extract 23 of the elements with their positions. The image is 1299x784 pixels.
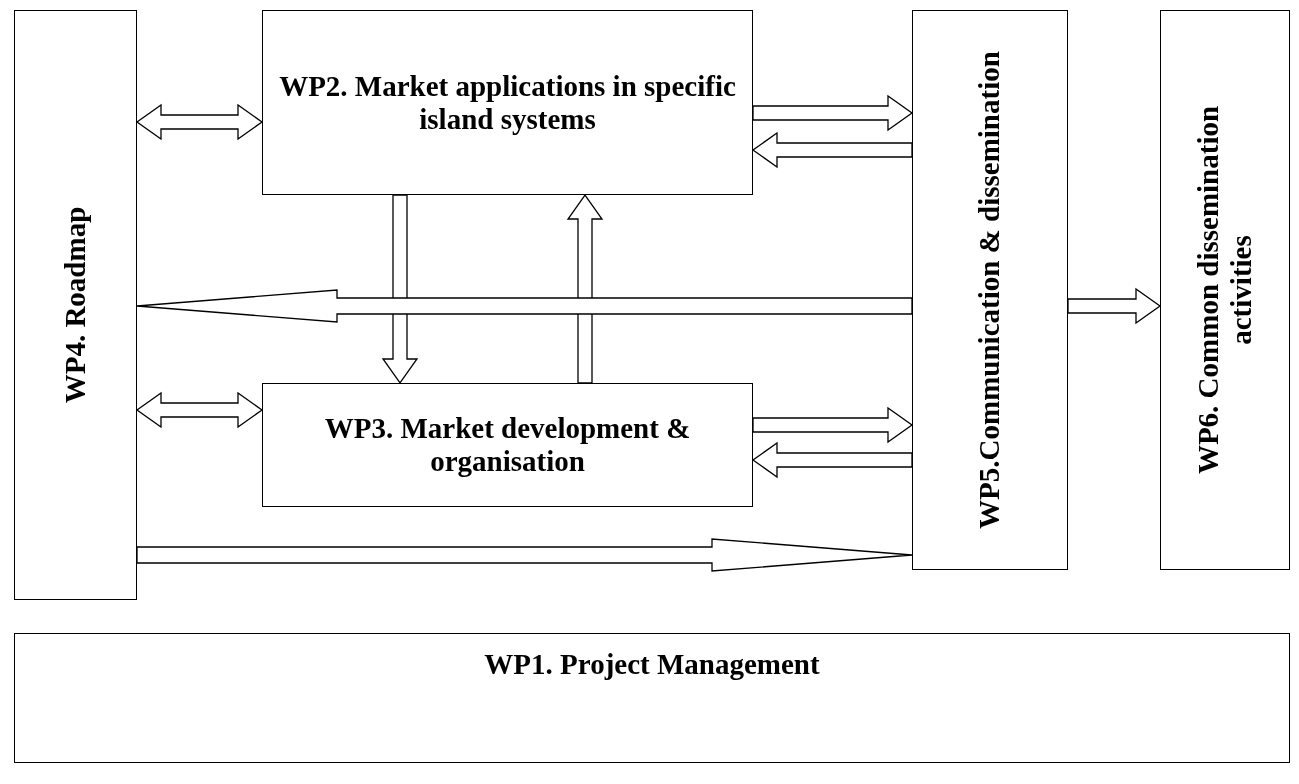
work-package-box	[262, 10, 753, 195]
block-arrow	[752, 406, 914, 444]
work-package-box	[912, 10, 1068, 570]
work-package-box	[262, 383, 753, 507]
work-package-title: WP3. Market development & organisation	[323, 411, 692, 479]
block-arrow	[751, 131, 913, 169]
work-package-box	[14, 10, 137, 600]
work-package-title: WP6. Common dissemination activities	[1191, 104, 1258, 477]
block-arrow	[381, 194, 419, 385]
work-package-title: WP2. Market applications in specific island systems	[278, 69, 737, 136]
work-package-title: WP5.Communication & dissemination	[973, 50, 1007, 530]
work-package-title: WP4. Roadmap	[58, 205, 92, 406]
work-package-box	[1160, 10, 1290, 570]
block-arrow	[752, 94, 914, 132]
block-arrow	[751, 441, 913, 479]
block-arrow	[1067, 287, 1162, 325]
block-arrow	[136, 538, 913, 572]
work-package-title: WP1. Project Management	[483, 648, 821, 682]
block-arrow	[135, 103, 264, 141]
work-package-box	[14, 633, 1290, 763]
block-arrow	[566, 193, 604, 384]
block-arrow	[135, 391, 264, 429]
block-arrow	[136, 289, 913, 323]
